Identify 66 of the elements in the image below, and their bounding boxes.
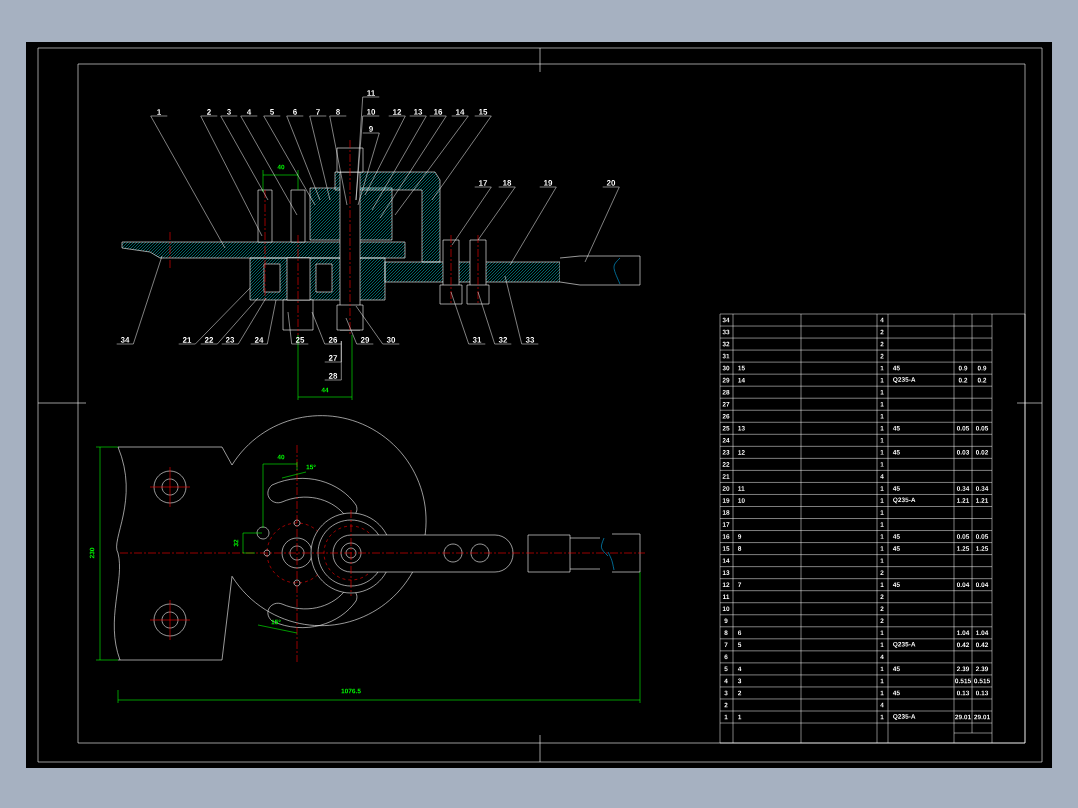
assembly-section-drawing (334, 171, 441, 263)
leader-line (355, 115, 380, 201)
callout-number: 27 (328, 355, 338, 361)
leader-line (200, 115, 263, 237)
leader-line (329, 115, 348, 206)
callout-number: 8 (336, 109, 340, 115)
leader-line (200, 297, 259, 345)
callout-number: 29 (360, 337, 370, 343)
leader-line (509, 186, 557, 266)
callout-number: 25 (295, 337, 305, 343)
leader-line (364, 115, 406, 196)
assembly-section-drawing (309, 187, 393, 241)
callout-number: 22 (204, 337, 214, 343)
callout-number: 24 (254, 337, 264, 343)
callout-number: 13 (414, 109, 423, 115)
callout-number: 21 (182, 337, 192, 343)
leader-line (584, 186, 620, 263)
assembly-section-drawing (169, 139, 641, 336)
leader-line (357, 132, 380, 206)
callout-number: 34 (120, 337, 130, 343)
callout-number: 1 (157, 109, 161, 115)
leader-line (371, 115, 427, 211)
leader-line (477, 291, 512, 345)
leader-line (250, 299, 277, 345)
callout-number: 11 (367, 90, 375, 96)
leader-line (287, 311, 309, 345)
leader-line (451, 186, 492, 246)
callout-number: 12 (393, 109, 402, 115)
leader-line (355, 96, 380, 201)
callout-number: 6 (293, 109, 297, 115)
callout-number: 16 (434, 109, 443, 115)
callout-number: 14 (456, 109, 465, 115)
leader-line (379, 115, 447, 219)
callout-number: 7 (316, 109, 320, 115)
callout-number: 23 (225, 337, 235, 343)
leader-line (504, 275, 539, 345)
leader-line (345, 317, 374, 345)
leader-line (311, 311, 342, 345)
leader-line (221, 297, 267, 345)
callout-number: 9 (369, 126, 373, 132)
leader-line (286, 115, 321, 201)
callout-number: 32 (498, 337, 508, 343)
leader-line (477, 186, 516, 241)
leader-line (309, 115, 331, 201)
leader-line (178, 287, 251, 345)
leader-line (150, 115, 226, 249)
callout-number: 15 (479, 109, 488, 115)
callout-number: 28 (328, 373, 338, 379)
leader-line (240, 115, 298, 216)
callout-number: 26 (328, 337, 338, 343)
leader-line (394, 115, 469, 216)
leader-line (220, 115, 269, 201)
leader-line (116, 255, 163, 345)
leader-line (431, 115, 492, 201)
leader-line (450, 291, 486, 345)
leader-line (263, 115, 316, 206)
callout-number: 3 (226, 109, 231, 115)
callout-number: 30 (386, 337, 396, 343)
callout-number: 33 (525, 337, 535, 343)
callout-number: 10 (367, 109, 376, 115)
callout-number: 31 (472, 337, 482, 343)
leader-line (324, 340, 342, 381)
leader-line (355, 305, 400, 345)
callout-number: 4 (246, 109, 252, 115)
callout-number: 5 (270, 109, 274, 115)
callout-number: 2 (207, 109, 211, 115)
